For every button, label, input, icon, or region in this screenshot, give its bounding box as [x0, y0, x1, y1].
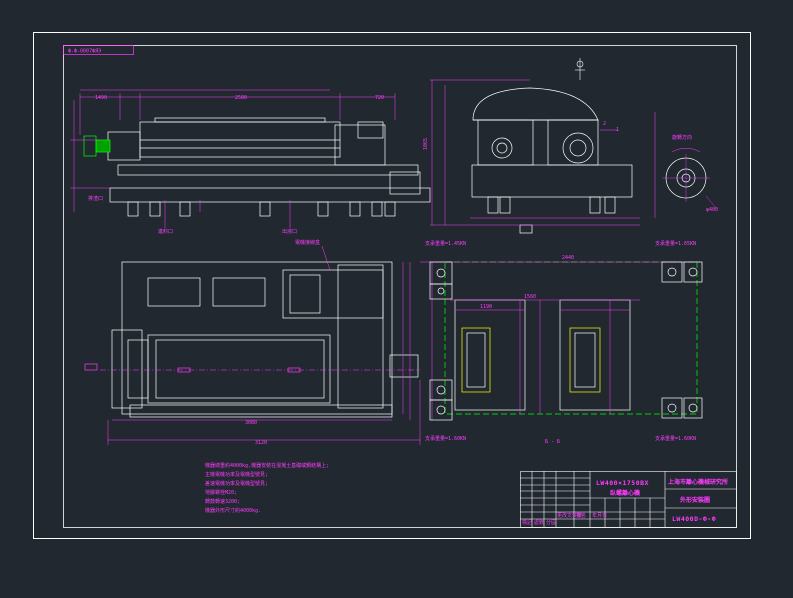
lifting-hook	[575, 58, 585, 80]
title-block-text: LW400×1750BX 臥螺離心機 上海市離心機械研究所 外形安裝圖 LW40…	[522, 478, 728, 526]
drawing-number-text: Ф-Ф-0007ФЯЭ	[68, 49, 101, 55]
callout-feed-inlet: 進料口	[158, 228, 173, 235]
note-3: 差速電機功率及電機型號見;	[205, 480, 268, 487]
dim-1190: 1190	[480, 304, 492, 310]
drawing-code: LW400D-Ф-Ф	[672, 515, 716, 523]
row-label-signature: 簽名	[576, 512, 586, 519]
corner-pad-br	[661, 397, 703, 419]
side-view-dimensions	[430, 79, 656, 226]
dim-1560: 1560	[524, 294, 536, 300]
note-2: 主機電機功率及電機型號見;	[205, 471, 268, 478]
support-weight-tr: 支承重量=1.65KN	[655, 240, 696, 247]
outer-border	[33, 32, 751, 539]
callout-1: 1	[616, 127, 619, 133]
dim-2580: 2580	[235, 95, 247, 101]
front-view-dimension-chain	[79, 89, 396, 135]
side-elevation-view[interactable]	[430, 58, 656, 234]
plan-view-labels: 電機接線盒 3080 3120	[245, 239, 320, 446]
front-view-dimension-labels: 1490 2580 720 進料口 出液口 排渣口	[88, 95, 384, 235]
rotation-direction-detail[interactable]	[662, 148, 717, 209]
section-label-b-b: Б - Б	[545, 439, 560, 445]
callout-motor-junction-box: 電機接線盒	[295, 239, 320, 246]
row-label-count: 處數	[534, 519, 544, 526]
dim-3120: 3120	[255, 440, 267, 446]
foundation-dimensions	[420, 261, 700, 420]
dim-1490: 1490	[95, 95, 107, 101]
corner-pad-tl	[429, 261, 453, 300]
drawing-name: 外形安裝圖	[679, 496, 710, 504]
front-elevation-view[interactable]	[70, 89, 431, 228]
plan-view-dimensions	[107, 245, 421, 445]
row-label-date: 年月日	[592, 512, 607, 519]
corner-pad-tr	[661, 261, 703, 283]
side-view-labels: 1065 2 1	[423, 121, 619, 150]
callout-liquid-outlet: 出液口	[282, 228, 297, 235]
note-4: 地腳螺栓M20;	[205, 489, 237, 496]
note-6: 機器外形尺寸約4000kg.	[205, 507, 261, 514]
dim-2440: 2440	[562, 255, 574, 261]
detail-diameter-dim: φ400	[706, 207, 718, 213]
row-label-mark: 標記	[522, 519, 532, 526]
title-block[interactable]	[520, 471, 737, 528]
inner-border	[63, 45, 737, 528]
rotation-direction-label: 旋轉方向	[672, 134, 692, 141]
support-weight-bl: 支承重量=1.60KN	[425, 435, 466, 442]
model-number: LW400×1750BX	[596, 479, 649, 487]
support-weight-br: 支承重量=1.60KN	[655, 435, 696, 442]
foundation-labels: 支承重量=1.45KN 支承重量=1.65KN 支承重量=1.60KN 支承重量…	[425, 240, 696, 445]
support-weight-tl: 支承重量=1.45KN	[425, 240, 466, 247]
foundation-plan[interactable]	[420, 261, 703, 421]
technical-notes: 機器總重約4000kg,機器安裝在混凝土基礎或鋼結構上; 主機電機功率及電機型號…	[205, 462, 329, 514]
dim-3080: 3080	[245, 420, 257, 426]
callout-2: 2	[603, 121, 606, 127]
plan-view[interactable]	[84, 245, 421, 445]
company-name: 上海市離心機械研究所	[668, 478, 728, 486]
callout-solids-outlet: 排渣口	[88, 195, 103, 202]
dim-1065: 1065	[423, 138, 429, 150]
corner-pad-bl	[429, 379, 453, 421]
drawing-number-tag: Ф-Ф-0007ФЯЭ	[63, 45, 134, 55]
note-1: 機器總重約4000kg,機器安裝在混凝土基礎或鋼結構上;	[205, 462, 329, 469]
row-label-change-doc: 更改文件號	[557, 512, 582, 519]
row-label-zone: 分區	[546, 519, 556, 526]
product-name: 臥螺離心機	[610, 489, 640, 497]
dim-720: 720	[375, 95, 384, 101]
note-5: 轉鼓轉速3200;	[205, 498, 240, 505]
